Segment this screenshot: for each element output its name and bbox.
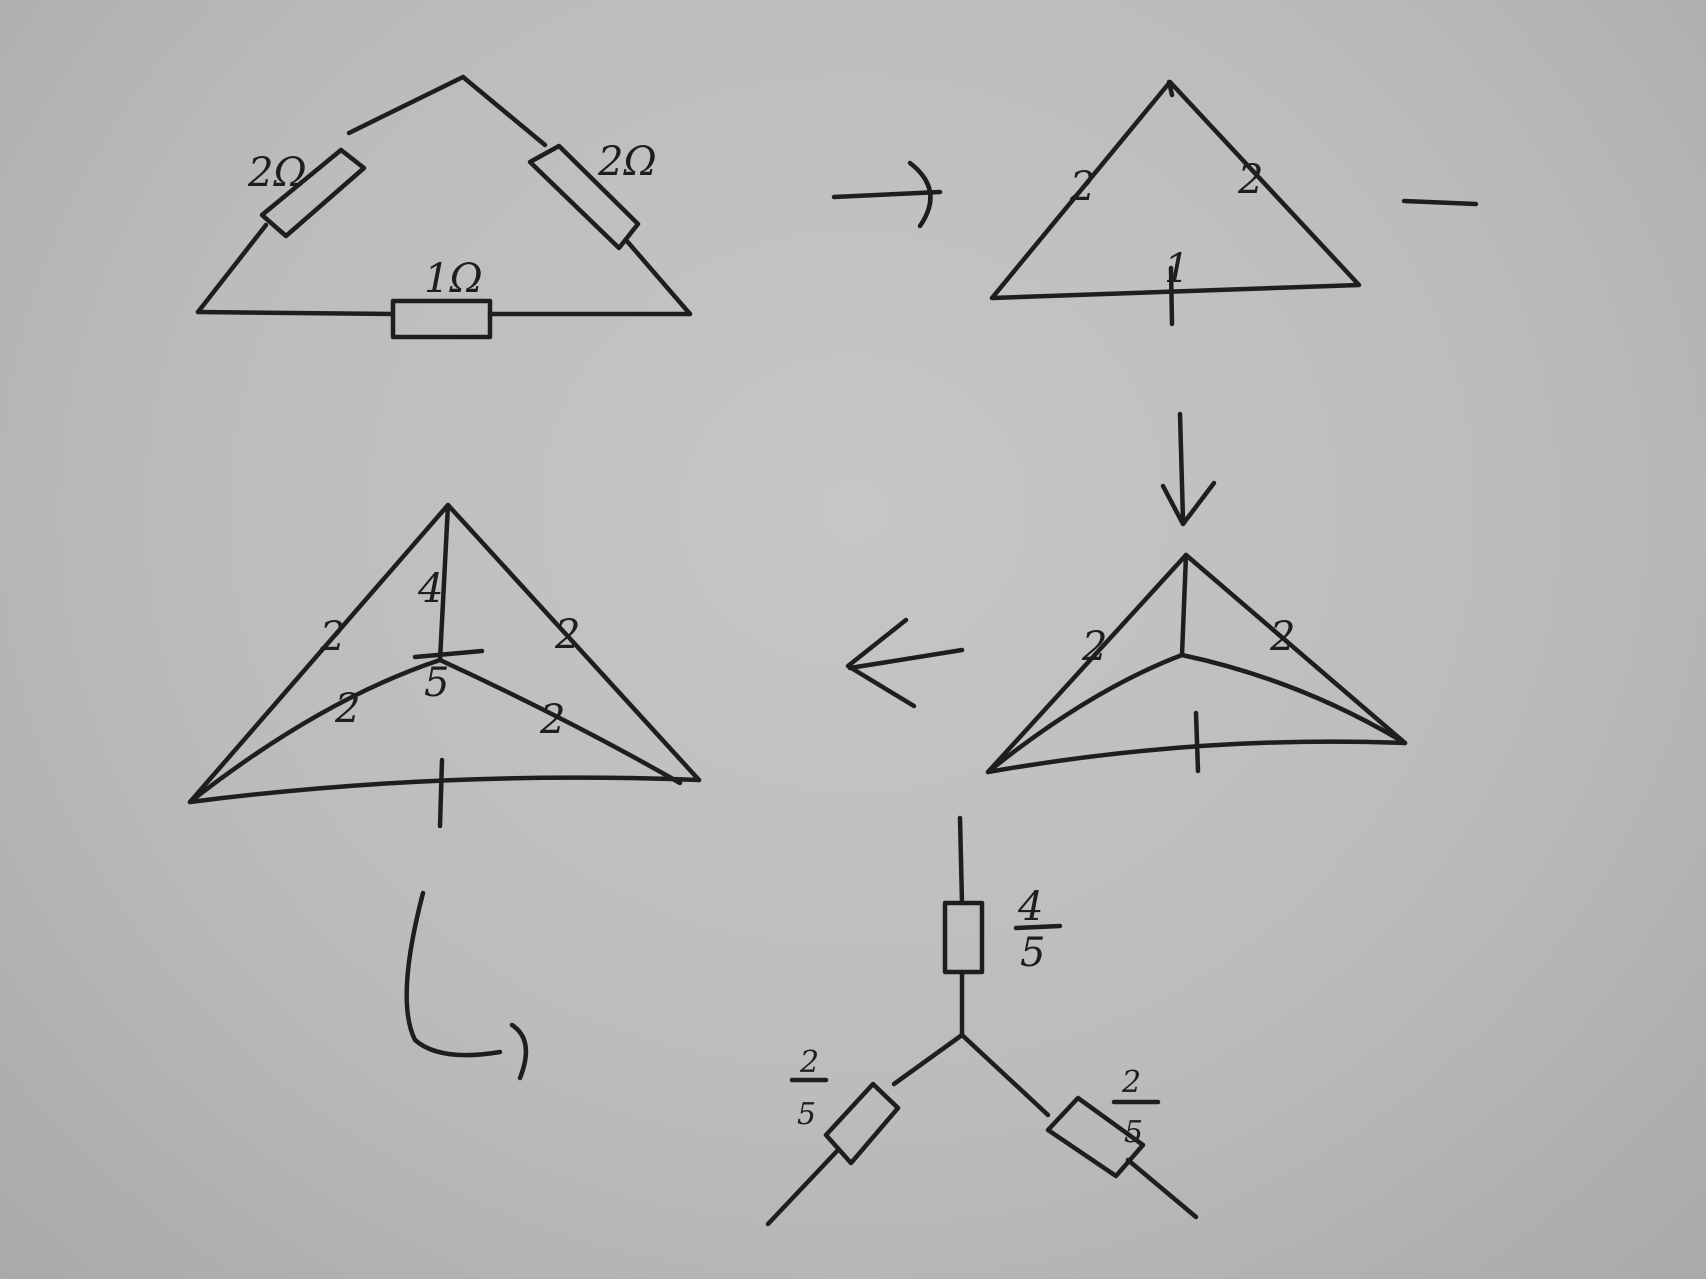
triangle-step2: 2 2 1 <box>989 79 1479 327</box>
resistor-left <box>259 147 367 239</box>
label-left-den: 5 <box>797 1097 816 1132</box>
triangle-step4: 2 2 2 2 4 5 <box>187 502 702 829</box>
delta-circuit-step1: 2Ω 2Ω 1Ω <box>195 74 693 340</box>
label-left: 2 <box>1081 624 1107 670</box>
label-right: 2 <box>1237 157 1263 203</box>
resistor-right <box>527 143 641 251</box>
resistor-right <box>1045 1095 1146 1179</box>
triangle-step3: 2 2 <box>985 552 1408 775</box>
label-right-den: 5 <box>1124 1115 1143 1150</box>
label-top-den: 5 <box>1020 930 1045 976</box>
arrow-left-icon <box>845 617 965 709</box>
label-right-num: 2 <box>1121 1065 1141 1100</box>
label-inner-right: 2 <box>539 697 565 743</box>
label-left: 2 <box>1069 164 1095 210</box>
resistor-left <box>823 1081 901 1166</box>
label-bottom: 1 <box>1164 246 1189 292</box>
arrow-right-icon <box>831 160 943 229</box>
label-outer-left: 2 <box>319 614 345 660</box>
label-inner-left: 2 <box>334 686 360 732</box>
label-center-den: 5 <box>424 660 449 706</box>
label-outer-right: 2 <box>554 612 580 658</box>
label-r-bottom: 1Ω <box>424 256 483 302</box>
label-left-num: 2 <box>799 1045 819 1080</box>
arrow-down-icon <box>1160 411 1217 527</box>
label-top-num: 4 <box>1017 884 1043 930</box>
star-network-step5: 4 5 2 5 2 5 <box>765 815 1199 1227</box>
label-right: 2 <box>1269 614 1295 660</box>
label-center-num: 4 <box>417 566 443 612</box>
resistor-top <box>942 900 985 975</box>
label-r-left: 2Ω <box>247 150 307 196</box>
resistor-bottom <box>390 298 493 340</box>
curved-arrow-icon <box>404 890 529 1081</box>
label-r-right: 2Ω <box>597 139 657 185</box>
